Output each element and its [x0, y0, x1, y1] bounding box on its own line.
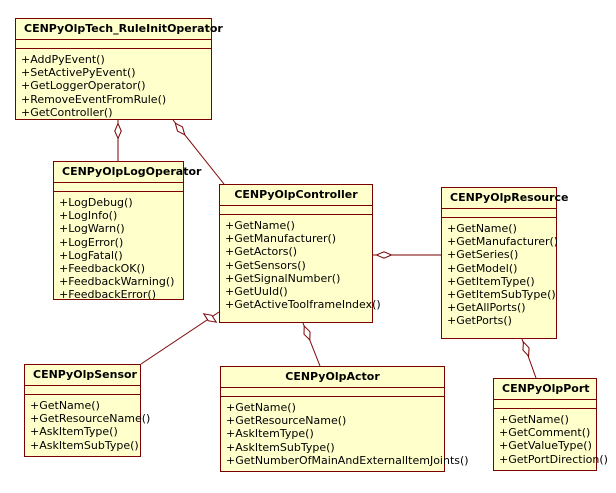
uml-class-tech_ruleinitoperator[interactable]: CENPyOlpTech_RuleInitOperator +AddPyEvent…: [15, 18, 223, 123]
uml-operation: +GetLoggerOperator(): [21, 79, 146, 93]
uml-operation: +GetController(): [21, 105, 113, 119]
uml-operations-compartment-controller: +GetName()+GetManufacturer()+GetActors()…: [220, 215, 381, 315]
uml-operation: +SetActivePyEvent(): [21, 66, 136, 80]
uml-operation: +GetNumberOfMainAndExternalItemJoints(): [226, 453, 469, 467]
uml-attributes-compartment-sensor: [25, 386, 140, 395]
uml-attributes-compartment-controller: [220, 206, 372, 215]
uml-operation: +GetManufacturer(): [225, 232, 337, 246]
uml-attributes-compartment-actor: [221, 388, 444, 397]
relationship-aggregation: [302, 322, 321, 367]
uml-attributes-compartment-logoperator: [54, 183, 183, 192]
relationship-aggregation: [521, 338, 537, 379]
uml-operation: +LogError(): [59, 235, 124, 249]
uml-operation: +GetName(): [499, 413, 569, 426]
aggregation-diamond-icon: [202, 313, 218, 323]
uml-class-resource[interactable]: CENPyOlpResource +GetName()+GetManufactur…: [441, 187, 569, 339]
uml-operations-compartment-resource: +GetName()+GetManufacturer()+GetSeries()…: [442, 218, 559, 332]
aggregation-diamond-icon: [303, 324, 311, 342]
uml-operation: +GetComment(): [499, 426, 591, 440]
aggregation-diamond-icon: [174, 122, 186, 136]
relationship-aggregation: [140, 311, 220, 365]
uml-operation: +GetResourceName(): [30, 412, 151, 426]
uml-operation: +FeedbackWarning(): [59, 275, 175, 289]
uml-operation: +AskItemSubType(): [30, 438, 139, 452]
uml-attributes-compartment-tech_ruleinitoperator: [16, 40, 211, 49]
uml-class-name-tech_ruleinitoperator: CENPyOlpTech_RuleInitOperator: [16, 19, 223, 40]
uml-operation: +GetSensors(): [225, 258, 306, 272]
uml-operation: +GetSignalNumber(): [225, 271, 341, 285]
uml-operation: +GetModel(): [447, 261, 518, 275]
uml-operations-compartment-sensor: +GetName()+GetResourceName()+AskItemType…: [25, 395, 151, 456]
uml-operation: +GetUuId(): [225, 285, 288, 299]
relationship-aggregation: [373, 251, 441, 259]
uml-class-name-sensor: CENPyOlpSensor: [25, 365, 140, 386]
uml-operations-compartment-port: +GetName()+GetComment()+GetValueType()+G…: [494, 409, 608, 470]
uml-operation: +GetPortDirection(): [499, 452, 608, 466]
uml-operations-compartment-actor: +GetName()+GetResourceName()+AskItemType…: [221, 397, 469, 471]
uml-operation: +RemoveEventFromRule(): [21, 92, 167, 106]
uml-operation: +GetActors(): [225, 245, 298, 259]
uml-operation: +GetItemType(): [447, 274, 535, 288]
uml-class-port[interactable]: CENPyOlpPort +GetName()+GetComment()+GetV…: [493, 378, 608, 471]
uml-class-name-resource: CENPyOlpResource: [442, 188, 569, 209]
uml-class-name-port: CENPyOlpPort: [494, 379, 596, 400]
uml-operation: +AskItemType(): [30, 425, 118, 439]
uml-class-actor[interactable]: CENPyOlpActor +GetName()+GetResourceName(…: [220, 366, 469, 472]
uml-class-name-logoperator: CENPyOlpLogOperator: [54, 162, 201, 183]
uml-operation: +AskItemType(): [226, 427, 314, 441]
uml-operations-compartment-tech_ruleinitoperator: +AddPyEvent()+SetActivePyEvent()+GetLogg…: [16, 49, 211, 123]
aggregation-diamond-icon: [375, 251, 393, 259]
uml-operations-compartment-logoperator: +LogDebug()+LogInfo()+LogWarn()+LogError…: [54, 192, 183, 306]
uml-class-name-actor: CENPyOlpActor: [221, 367, 444, 388]
uml-operation: +GetSeries(): [447, 248, 519, 262]
uml-class-sensor[interactable]: CENPyOlpSensor +GetName()+GetResourceName…: [24, 364, 151, 457]
aggregation-diamond-icon: [114, 122, 122, 140]
uml-operation: +AddPyEvent(): [21, 53, 105, 66]
uml-operation: +GetValueType(): [499, 439, 592, 453]
uml-operation: +GetAllPorts(): [447, 301, 526, 315]
uml-operation: +GetName(): [225, 219, 295, 232]
uml-class-logoperator[interactable]: CENPyOlpLogOperator +LogDebug()+LogInfo()…: [53, 161, 201, 301]
uml-operation: +GetActiveToolframeIndex(): [225, 298, 381, 312]
aggregation-diamond-icon: [522, 340, 530, 358]
relationship-aggregation: [114, 120, 122, 161]
uml-operation: +GetItemSubType(): [447, 288, 556, 302]
uml-operation: +LogFatal(): [59, 248, 123, 262]
uml-attributes-compartment-port: [494, 400, 596, 409]
uml-operation: +LogInfo(): [59, 209, 118, 223]
uml-operation: +LogDebug(): [59, 196, 133, 209]
uml-operation: +FeedbackError(): [59, 288, 156, 302]
uml-operation: +GetPorts(): [447, 314, 512, 328]
uml-operation: +GetManufacturer(): [447, 235, 559, 249]
uml-attributes-compartment-resource: [442, 209, 556, 218]
uml-class-controller[interactable]: CENPyOlpController +GetName()+GetManufact…: [219, 184, 381, 323]
uml-operation: +GetName(): [226, 401, 296, 414]
uml-operation: +LogWarn(): [59, 222, 125, 236]
uml-operation: +GetName(): [30, 399, 100, 412]
uml-operation: +FeedbackOK(): [59, 262, 146, 276]
uml-operation: +GetName(): [447, 222, 517, 235]
uml-class-name-controller: CENPyOlpController: [220, 185, 372, 206]
uml-operation: +GetResourceName(): [226, 414, 347, 428]
uml-operation: +AskItemSubType(): [226, 440, 335, 454]
